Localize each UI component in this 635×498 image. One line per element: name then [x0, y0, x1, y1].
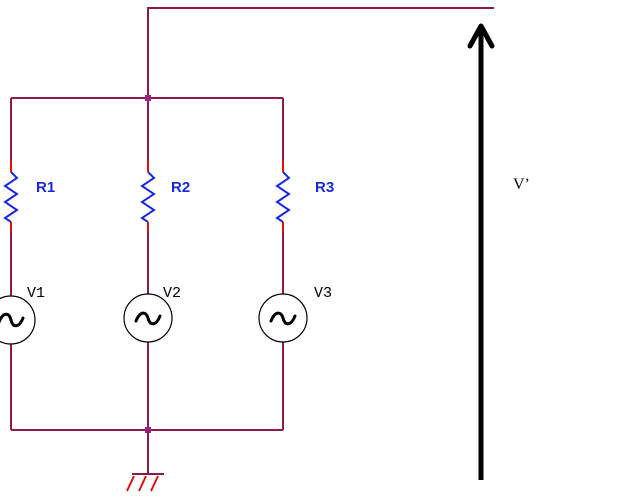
resistor-label-r2: R2: [171, 179, 190, 196]
source-label-v2: V2: [163, 285, 181, 302]
resistor-label-r3: R3: [315, 179, 334, 196]
branch-2: [123, 98, 173, 430]
branch-1: [0, 98, 36, 430]
ground-symbol: [126, 430, 164, 492]
voltage-arrow: [467, 23, 495, 480]
source-label-v1: V1: [27, 285, 45, 302]
ac-wave-icon: [269, 311, 297, 326]
junction-top: [145, 95, 151, 101]
arrow-up-icon: [467, 23, 495, 49]
resistor-r1-symbol: [3, 171, 19, 223]
ac-wave-icon: [134, 311, 162, 326]
output-wire: [147, 7, 494, 98]
ac-wave-icon: [0, 312, 25, 328]
branch-3: [258, 98, 308, 430]
resistor-label-r1: R1: [36, 179, 55, 196]
resistor-r3-symbol: [275, 171, 291, 223]
resistor-r2-symbol: [140, 171, 156, 223]
source-v1-symbol: [0, 295, 36, 345]
source-label-v3: V3: [314, 285, 332, 302]
output-voltage-label: V’: [513, 176, 530, 193]
